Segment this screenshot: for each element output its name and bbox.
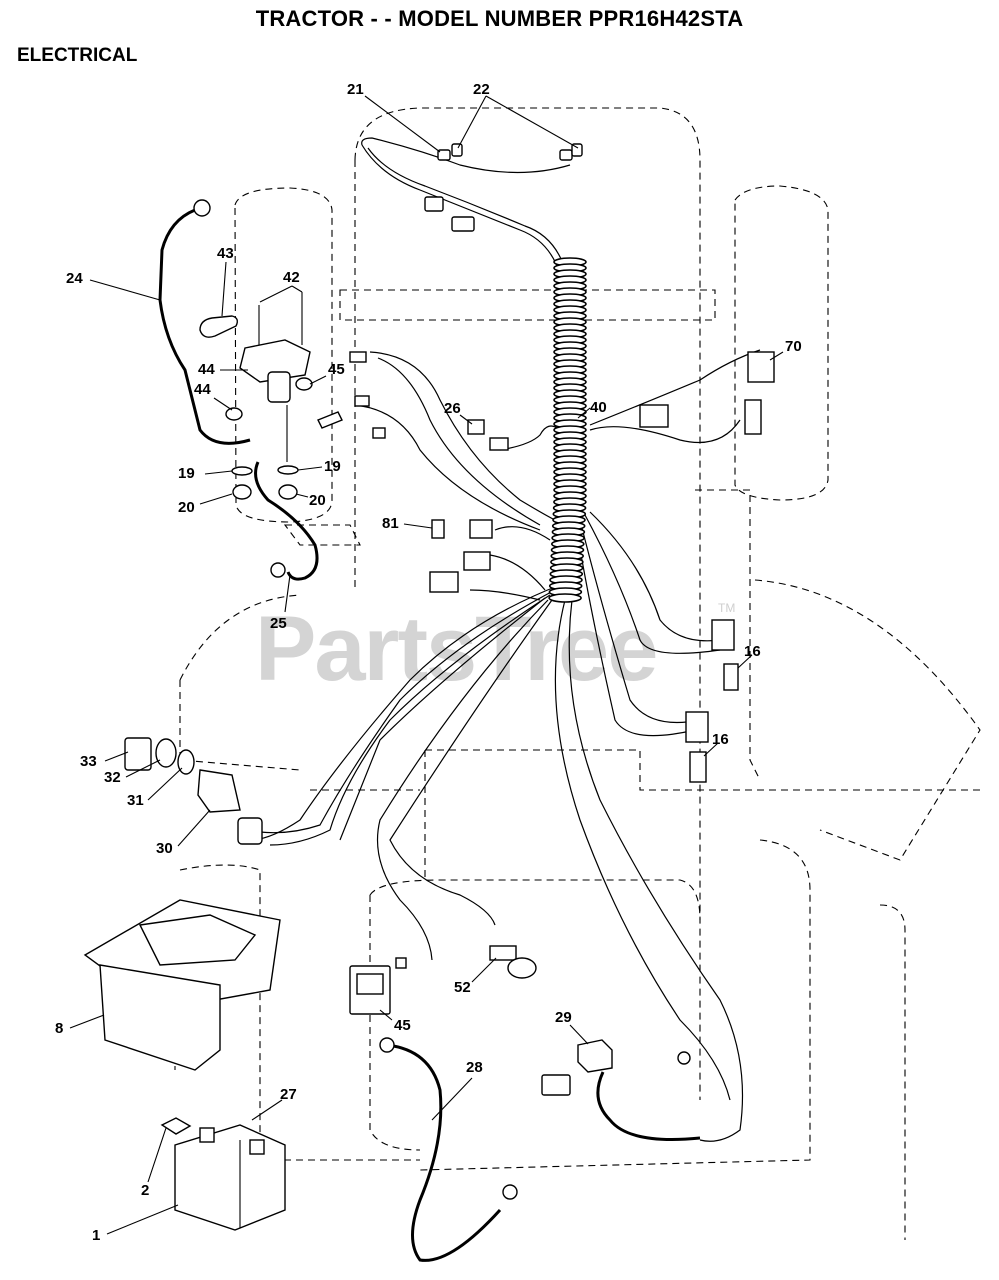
solenoid-assembly [199,292,343,500]
callout-52: 52 [454,979,471,996]
callout-32: 32 [104,769,121,786]
callout-2: 2 [141,1182,149,1199]
callout-27: 27 [280,1086,297,1103]
section-title: ELECTRICAL [17,45,138,66]
callout-44-right: 45 [328,361,345,378]
callout-43: 44 [198,361,215,378]
callout-44-left: 44 [194,381,211,398]
battery [160,1117,286,1231]
callout-70: 70 [785,338,802,355]
callout-31: 31 [127,792,144,809]
callout-21: 21 [347,81,364,98]
diagram-title: TRACTOR - - MODEL NUMBER PPR16H42STA [255,6,744,31]
callout-8: 8 [55,1020,63,1037]
callout-45: 45 [394,1017,411,1034]
watermark: PartsTree [255,598,656,700]
callout-22: 22 [473,81,490,98]
callout-26: 26 [444,400,461,417]
callout-29: 29 [555,1009,572,1026]
ignition-switch [124,737,263,845]
seat-switch [541,1039,701,1142]
callout-42: 43 [217,245,234,262]
callout-41: 42 [283,269,300,286]
callout-20-right: 20 [309,492,326,509]
callout-30: 30 [156,840,173,857]
connectors [349,351,775,783]
callout-20-left: 20 [178,499,195,516]
coil-ring [548,593,582,603]
battery-box [83,899,281,1071]
hour-meter [349,945,537,1015]
headlight-plugs [424,143,583,232]
callout-28: 28 [466,1059,483,1076]
ground-cables [158,199,319,581]
callout-24: 24 [66,270,83,287]
callout-leaders [69,95,784,1235]
callout-81: 81 [382,515,399,532]
callout-labels: 21 22 24 43 42 44 44 45 19 19 20 20 25 2… [55,81,802,1244]
callout-16-lower: 16 [712,731,729,748]
callout-33: 33 [80,753,97,770]
callout-16-upper: 16 [744,643,761,660]
callout-19-left: 19 [178,465,195,482]
callout-19-right: 19 [324,458,341,475]
tractor-outline [174,107,981,1240]
callout-40: 40 [590,399,607,416]
callout-1: 1 [92,1227,100,1244]
callout-25: 25 [270,615,287,632]
harness-coil-sleeve [548,257,587,603]
battery-cable [379,1037,518,1262]
watermark-trademark: TM [718,601,735,615]
